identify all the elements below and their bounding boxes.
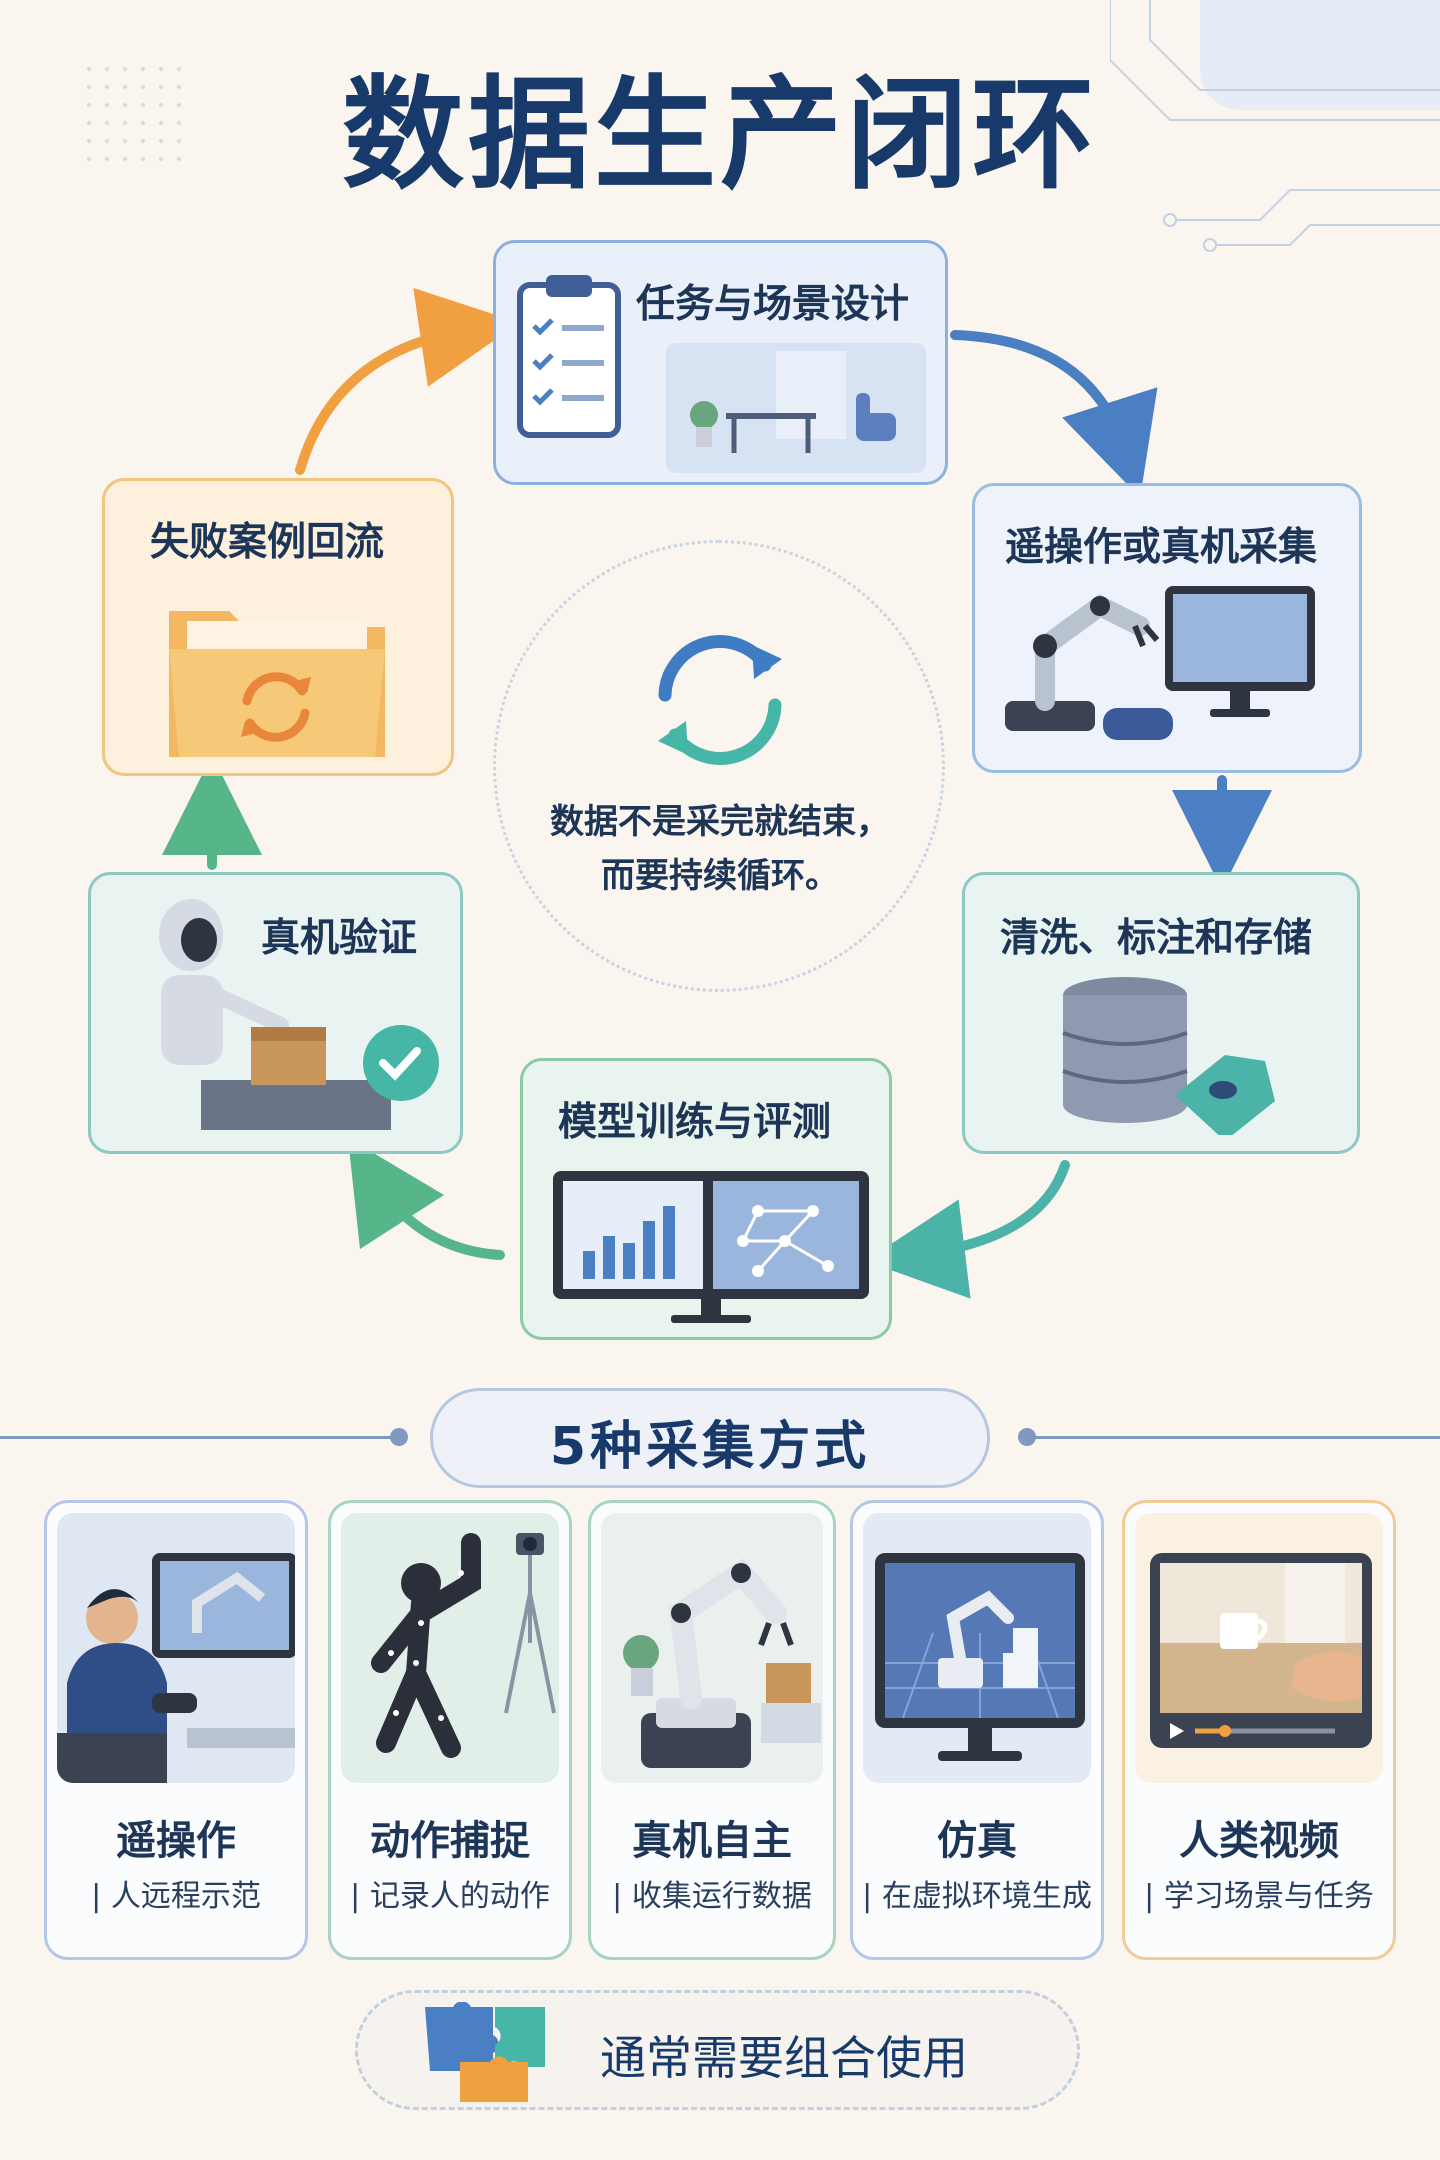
- section-divider-dot-left: [390, 1428, 408, 1446]
- method-name: 仿真: [937, 1818, 1017, 1864]
- combination-note-text: 通常需要组合使用: [600, 2031, 968, 2085]
- loop-center-circle: [493, 540, 945, 992]
- step-teleop-collection: 遥操作或真机采集: [972, 483, 1362, 773]
- method-illustration: [1135, 1513, 1383, 1783]
- section-divider-right: [1030, 1436, 1440, 1439]
- method-description: | 人远程示范: [91, 1879, 261, 1914]
- method-simulation: 仿真 | 在虚拟环境生成: [850, 1500, 1104, 1960]
- step-real-robot-verification: 真机验证: [88, 872, 463, 1154]
- step-label: 失败案例回流: [150, 520, 385, 565]
- method-human-video: 人类视频 | 学习场景与任务: [1122, 1500, 1396, 1960]
- person-teleoperating-icon: [57, 1553, 295, 1783]
- video-player-icon: [1150, 1553, 1372, 1748]
- loop-center-message: 数据不是采完就结束， 而要持续循环。: [500, 795, 940, 904]
- method-description: | 学习场景与任务: [1144, 1879, 1374, 1914]
- method-name: 真机自主: [632, 1818, 792, 1864]
- page-title: 数据生产闭环: [342, 64, 1098, 206]
- method-description: | 记录人的动作: [350, 1879, 550, 1914]
- step-failure-case-feedback: 失败案例回流: [102, 478, 454, 776]
- step-label: 真机验证: [261, 916, 418, 961]
- method-illustration: [341, 1513, 559, 1783]
- method-motion-capture: 动作捕捉 | 记录人的动作: [328, 1500, 572, 1960]
- puzzle-pieces-icon: [425, 2002, 545, 2102]
- section-divider-dot-right: [1018, 1428, 1036, 1446]
- step-label: 模型训练与评测: [558, 1100, 832, 1145]
- method-illustration: [863, 1513, 1091, 1783]
- arrow-design-to-collect: [950, 330, 1158, 498]
- step-model-training-eval: 模型训练与评测: [520, 1058, 892, 1340]
- method-illustration: [601, 1513, 823, 1783]
- method-name: 遥操作: [116, 1818, 236, 1864]
- method-autonomous-robot: 真机自主 | 收集运行数据: [588, 1500, 836, 1960]
- background-corner-shape: [1200, 0, 1440, 110]
- step-label: 任务与场景设计: [636, 282, 910, 327]
- method-name: 动作捕捉: [370, 1818, 530, 1864]
- mobile-robot-arm-icon: [623, 1558, 821, 1768]
- method-illustration: [57, 1513, 295, 1783]
- simulation-monitor-icon: [875, 1553, 1085, 1761]
- step-label: 遥操作或真机采集: [1005, 525, 1318, 570]
- center-message-line-2: 而要持续循环。: [601, 856, 839, 897]
- center-message-line-1: 数据不是采完就结束，: [550, 802, 890, 842]
- database-icon: [1062, 977, 1275, 1135]
- section-title: 5种采集方式: [549, 1417, 871, 1477]
- arrow-train-to-verify: [347, 1137, 505, 1260]
- section-title-pill: [430, 1388, 990, 1488]
- step-task-scene-design: 任务与场景设计: [493, 240, 948, 485]
- circuit-decoration: [1110, 0, 1440, 252]
- section-divider-left: [0, 1436, 398, 1439]
- humanoid-robot-box-icon: [159, 899, 439, 1130]
- arrow-failure-to-design: [295, 287, 520, 475]
- arrow-clean-to-train: [865, 1160, 1070, 1299]
- step-label: 清洗、标注和存储: [1000, 916, 1313, 961]
- robot-arm-monitor-icon: [1005, 586, 1315, 740]
- dashboard-monitor-icon: [553, 1171, 869, 1323]
- method-description: | 在虚拟环境生成: [862, 1879, 1092, 1914]
- method-description: | 收集运行数据: [612, 1879, 812, 1914]
- refresh-cycle-icon: [658, 635, 782, 765]
- checklist-icon: [517, 275, 621, 438]
- folder-sync-icon: [169, 611, 385, 757]
- step-clean-label-store: 清洗、标注和存储: [962, 872, 1360, 1154]
- background-dots: [80, 60, 190, 170]
- loop-arrows: [162, 287, 1272, 1299]
- scene-room-icon: [666, 343, 926, 473]
- method-name: 人类视频: [1179, 1818, 1339, 1864]
- motion-capture-person-icon: [371, 1533, 556, 1758]
- method-teleoperation: 遥操作 | 人远程示范: [44, 1500, 308, 1960]
